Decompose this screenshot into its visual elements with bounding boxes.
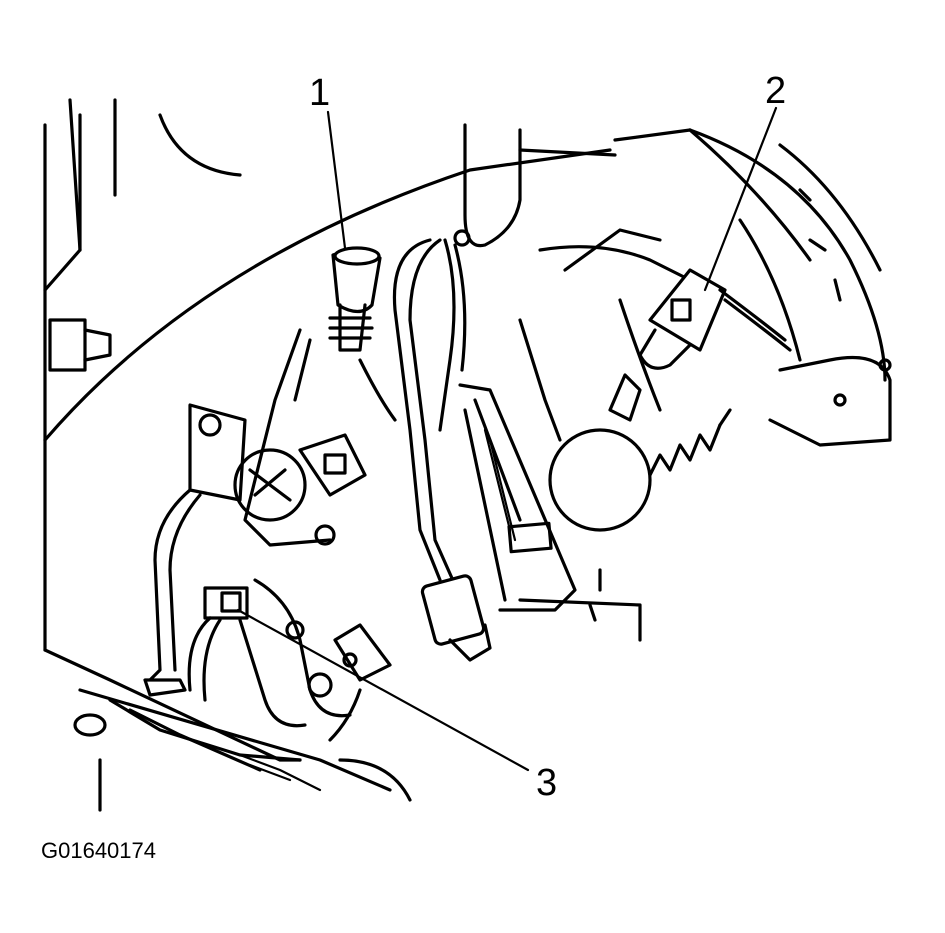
pulley-disc [233, 433, 367, 522]
item-3-sensor[interactable] [187, 586, 249, 702]
engine-block-outline [43, 113, 612, 762]
lower-frame [73, 688, 412, 812]
figure-id-label: G01640174 [41, 838, 156, 863]
item-1-sensor[interactable] [328, 246, 382, 352]
reservoir-ball [548, 373, 652, 532]
slider-rail [458, 383, 642, 642]
leader-lines [236, 106, 778, 772]
leader-line-3 [236, 608, 530, 772]
wheel-housing-flange [613, 128, 892, 447]
left-frame-rail [43, 98, 117, 652]
fluid-tube [143, 488, 202, 697]
callout-label-3: 3 [536, 762, 558, 804]
leader-line-2 [703, 106, 778, 292]
harness-connector [420, 574, 492, 662]
wiring-harness [358, 238, 467, 587]
callout-label-2: 2 [765, 70, 787, 112]
mid-housing [518, 228, 692, 442]
item-2-connector[interactable] [638, 268, 792, 370]
lower-bracket [238, 578, 392, 728]
callout-label-1: 1 [309, 72, 331, 114]
leader-line-1 [326, 110, 347, 250]
upper-bracket [453, 123, 617, 248]
item-1-bracket [188, 328, 336, 547]
